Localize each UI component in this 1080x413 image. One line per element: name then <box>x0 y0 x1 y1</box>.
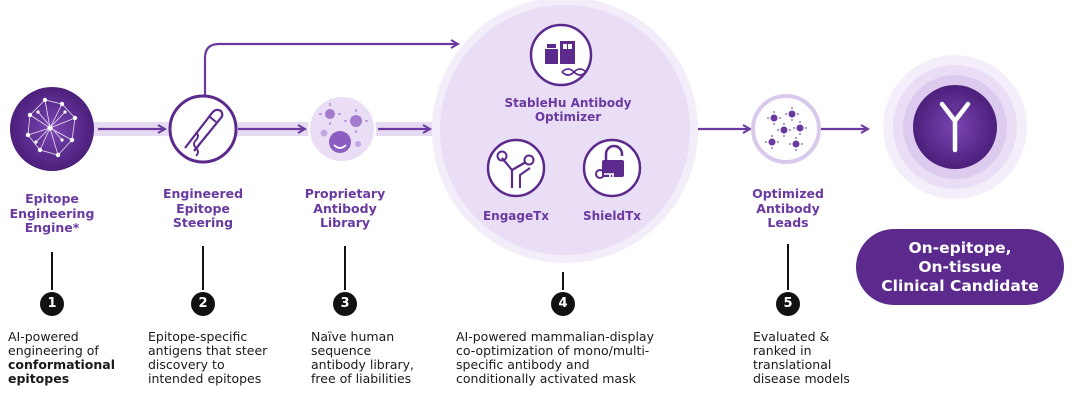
engage-label: EngageTx <box>482 209 550 223</box>
engage-icon <box>486 138 546 198</box>
step-1-title: Epitope Engineering Engine* <box>9 191 95 235</box>
step-1-description: AI-powered engineering of conformational… <box>8 329 116 386</box>
optimized-leads-icon <box>751 94 821 164</box>
step-2-description: Epitope-specific antigens that steer dis… <box>148 329 268 386</box>
step-4-title: StableHu Antibody Optimizer <box>504 96 632 124</box>
clinical-candidate-pill: On-epitope, On-tissue Clinical Candidate <box>856 229 1064 305</box>
step-5-title: Optimized Antibody Leads <box>752 186 824 230</box>
antibody-library-icon <box>308 95 376 163</box>
step-3-description: Naïve human sequence antibody library, f… <box>311 329 415 386</box>
step-4-number: 4 <box>551 292 575 316</box>
step-3-number: 3 <box>333 292 357 316</box>
bypass-arrow <box>203 44 458 100</box>
step-2-number: 2 <box>191 292 215 316</box>
step-5-description: Evaluated & ranked in translational dise… <box>753 329 850 386</box>
shield-label: ShieldTx <box>582 209 642 223</box>
step-4-description: AI-powered mammalian-display co-optimiza… <box>456 329 654 386</box>
neural-network-icon <box>10 87 94 171</box>
step-2-title: Engineered Epitope Steering <box>162 186 244 230</box>
lock-icon <box>582 138 642 198</box>
steering-wand-icon <box>168 94 238 164</box>
antibody-icon <box>883 55 1027 199</box>
step-5-number: 5 <box>776 292 800 316</box>
step-1-number: 1 <box>40 292 64 316</box>
step-3-title: Proprietary Antibody Library <box>304 186 386 230</box>
optimizer-icon <box>529 23 593 87</box>
